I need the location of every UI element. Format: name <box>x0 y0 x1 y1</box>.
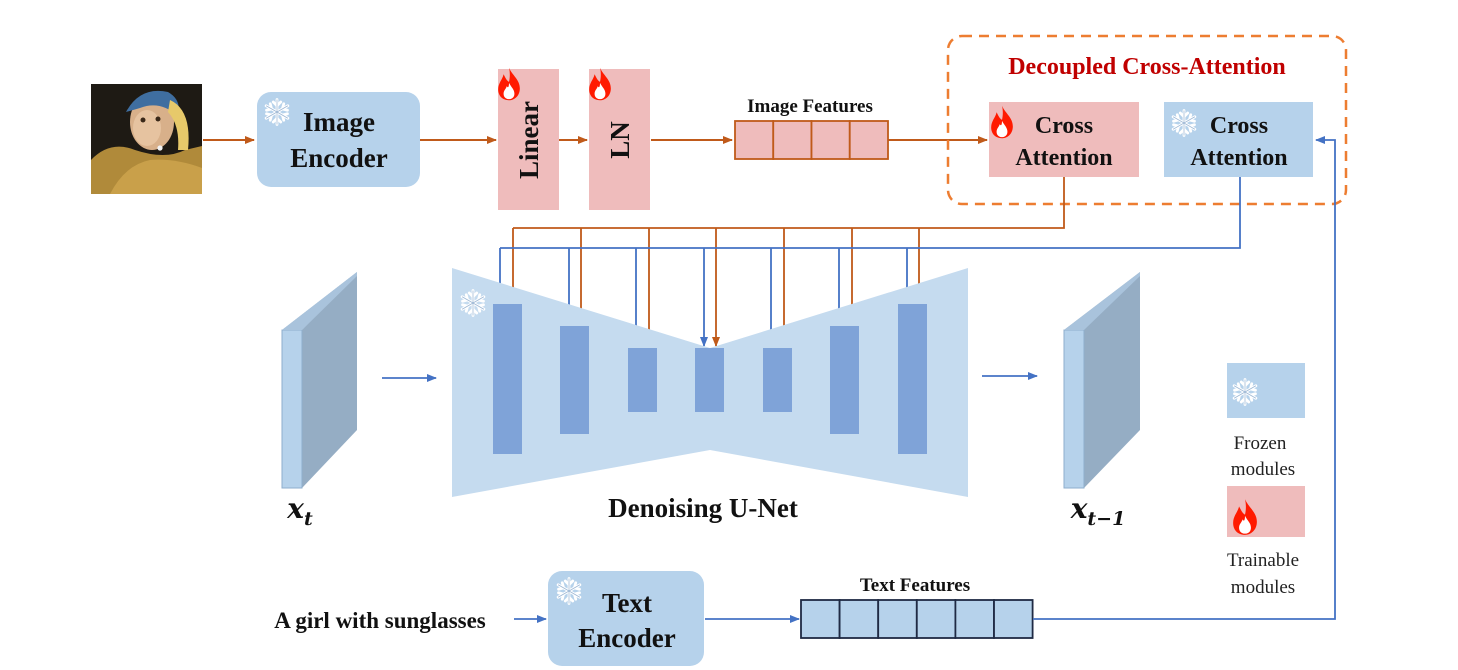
linear-label: Linear <box>514 101 544 179</box>
unet-block <box>628 348 657 412</box>
feature-cell <box>915 599 957 639</box>
orange-bus-lines <box>509 177 1065 347</box>
feature-cell <box>877 599 918 639</box>
cross-attention-trainable-box: Cross Attention <box>989 102 1139 177</box>
text-features-label: Text Features <box>860 575 970 596</box>
unet-block <box>830 326 859 434</box>
feature-cell <box>993 599 1034 639</box>
image-feature-cells <box>734 120 889 160</box>
legend-frozen-line2: modules <box>1231 459 1295 480</box>
unet-block <box>898 304 927 454</box>
decoupled-cross-attention-group: Decoupled Cross-Attention Cross Attentio… <box>946 34 1348 206</box>
text-encoder-label-line2: Encoder <box>578 623 676 653</box>
cross-attention-trainable-line2: Attention <box>1015 145 1112 171</box>
image-encoder-label-line2: Encoder <box>290 143 388 173</box>
cross-attention-frozen-line2: Attention <box>1190 145 1287 171</box>
input-image <box>91 84 202 194</box>
legend-trainable-line1: Trainable <box>1227 550 1299 571</box>
feature-cell <box>838 599 880 639</box>
feature-cell <box>800 599 841 639</box>
unet-label: Denoising U-Net <box>608 493 798 523</box>
latent-output-label: xt−1 <box>1070 492 1126 530</box>
feature-cell <box>772 120 813 160</box>
image-encoder-box: Image Encoder <box>257 92 420 187</box>
unet-blocks <box>493 304 927 454</box>
cross-attention-trainable-line1: Cross <box>1035 113 1093 139</box>
feature-cell <box>848 120 889 160</box>
denoising-unet: Denoising U-Net <box>452 268 968 523</box>
arrow-text-features-to-cross-attention <box>1033 136 1336 620</box>
latent-output: xt−1 <box>1063 272 1140 530</box>
unet-block <box>763 348 792 412</box>
text-features: Text Features <box>800 575 1034 639</box>
feature-cell <box>734 120 775 160</box>
feature-cell <box>810 120 851 160</box>
legend: Frozen modules Trainable modules <box>1227 363 1305 598</box>
decoupled-dashed-border <box>946 34 1348 206</box>
legend-trainable-line2: modules <box>1231 577 1295 598</box>
linear-box: Linear <box>498 67 559 210</box>
latent-input-label: xt <box>286 492 313 530</box>
unet-block <box>493 304 522 454</box>
image-features: Image Features <box>734 96 889 160</box>
image-features-label: Image Features <box>747 96 873 117</box>
ln-box: LN <box>589 67 650 210</box>
text-encoder-box: Text Encoder <box>548 571 704 666</box>
decoupled-title: Decoupled Cross-Attention <box>1008 54 1286 80</box>
text-feature-cells <box>800 599 1034 639</box>
legend-frozen-line1: Frozen <box>1234 433 1287 454</box>
text-prompt: A girl with sunglasses <box>274 608 486 633</box>
feature-cell <box>954 599 995 639</box>
cross-attention-frozen-box: Cross Attention <box>1164 102 1313 177</box>
ln-label: LN <box>605 121 635 159</box>
unet-block <box>560 326 589 434</box>
image-encoder-label-line1: Image <box>303 107 375 137</box>
unet-block <box>695 348 724 412</box>
text-encoder-label-line1: Text <box>602 588 652 618</box>
latent-input: xt <box>281 272 357 530</box>
cross-attention-frozen-line1: Cross <box>1210 113 1268 139</box>
